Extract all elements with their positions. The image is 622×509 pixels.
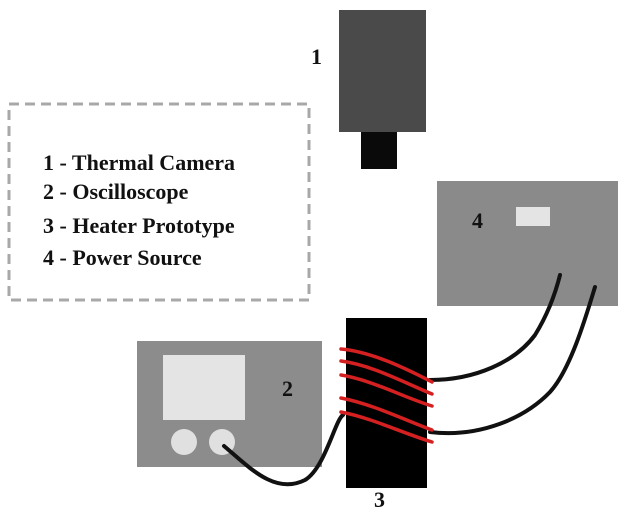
camera-body [339,10,426,132]
heater-label: 3 [374,487,385,509]
heater-wire-coils [339,347,434,444]
cable-power-lower [428,285,597,435]
legend-item-thermal-camera: 1 - Thermal Camera [43,150,235,175]
oscilloscope-knob-left [171,429,197,455]
power-source-display [516,207,550,226]
legend-item-power-source: 4 - Power Source [43,245,202,270]
cables [222,273,597,487]
legend-item-heater-prototype: 3 - Heater Prototype [43,213,235,238]
camera-label: 1 [311,44,322,69]
heater-coil-1 [339,347,434,384]
oscilloscope-label: 2 [282,376,293,401]
thermal-camera: 1 [311,10,426,169]
oscilloscope-screen [163,355,245,420]
power-source: 4 [437,181,618,306]
power-source-label: 4 [472,208,483,233]
heater-coil-3 [339,396,434,432]
legend: 1 - Thermal Camera 2 - Oscilloscope 3 - … [7,102,311,302]
power-source-body [437,181,618,306]
cable-power-upper [428,273,562,382]
heater-coil-2 [339,373,434,408]
heater-coil-5 [339,359,434,396]
oscilloscope: 2 [137,341,322,467]
heater-coil-4 [339,410,434,444]
cable-oscilloscope-to-heater [222,413,345,487]
camera-lens [361,132,397,169]
legend-item-oscilloscope: 2 - Oscilloscope [43,179,189,204]
legend-border [7,102,311,302]
